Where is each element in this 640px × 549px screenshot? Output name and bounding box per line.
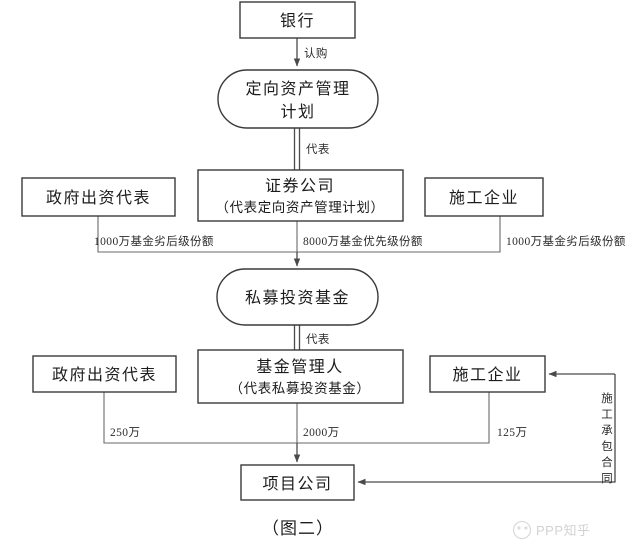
node-project-company-label: 项目公司 bbox=[262, 476, 332, 493]
watermark: PPP知乎 bbox=[512, 520, 591, 540]
node-directed-asset-plan: 定向资产管理 计划 bbox=[217, 69, 379, 129]
edge-label-fund-amount-bottom: 2000万 bbox=[303, 427, 340, 439]
node-securities-company-label-line2: （代表定向资产管理计划） bbox=[215, 200, 384, 215]
edge-label-construction-contract-char-2: 承 bbox=[601, 424, 613, 437]
node-private-fund-label: 私募投资基金 bbox=[245, 289, 350, 307]
node-gov-investor-bottom-label: 政府出资代表 bbox=[52, 366, 157, 384]
edge-label-construction-contract-char-1: 工 bbox=[601, 409, 613, 421]
node-bank: 银行 bbox=[239, 1, 356, 39]
edge-label-securities-share-top: 8000万基金优先级份额 bbox=[303, 234, 423, 248]
connector-contract-to-project-company bbox=[357, 374, 616, 486]
edge-label-subscribe: 认购 bbox=[304, 46, 328, 60]
watermark-logo-eye-left-icon bbox=[517, 526, 521, 530]
node-construction-firm-top-label: 施工企业 bbox=[449, 189, 519, 207]
edge-label-gov-amount-bottom: 250万 bbox=[110, 427, 140, 439]
node-construction-firm-bottom-label: 施工企业 bbox=[452, 366, 522, 384]
connector-top-funding-bus bbox=[97, 216, 501, 253]
edge-label-construction-contract-char-4: 合 bbox=[601, 455, 613, 469]
edge-label-gov-share-top: 1000万基金劣后级份额 bbox=[94, 234, 214, 248]
node-securities-company: 证券公司 （代表定向资产管理计划） bbox=[197, 169, 404, 222]
node-private-fund: 私募投资基金 bbox=[216, 268, 379, 326]
edge-label-represent-lower: 代表 bbox=[306, 332, 330, 346]
node-securities-company-label-line1: 证券公司 bbox=[265, 177, 335, 195]
node-directed-asset-plan-label-line1: 定向资产管理 bbox=[245, 80, 350, 98]
diagram-caption: （图二） bbox=[262, 519, 334, 538]
edge-label-construction-contract-char-3: 包 bbox=[601, 440, 613, 453]
edge-label-construction-contract-char-0: 施 bbox=[601, 392, 613, 405]
node-project-company: 项目公司 bbox=[240, 464, 355, 501]
node-fund-manager-label-line2: （代表私募投资基金） bbox=[230, 380, 371, 396]
node-gov-investor-bottom: 政府出资代表 bbox=[32, 355, 177, 393]
node-directed-asset-plan-label-line2: 计划 bbox=[280, 103, 315, 121]
node-construction-firm-top: 施工企业 bbox=[424, 177, 544, 217]
edge-label-represent-upper: 代表 bbox=[306, 142, 330, 156]
watermark-label: PPP知乎 bbox=[536, 523, 591, 538]
node-gov-investor-top-label: 政府出资代表 bbox=[46, 189, 151, 207]
node-fund-manager-label-line1: 基金管理人 bbox=[256, 358, 344, 376]
node-bank-label: 银行 bbox=[280, 12, 315, 30]
edge-label-construction-contract-char-5: 同 bbox=[601, 473, 613, 485]
watermark-logo-icon bbox=[512, 520, 532, 540]
node-fund-manager: 基金管理人 （代表私募投资基金） bbox=[197, 349, 404, 404]
watermark-logo-eye-right-icon bbox=[524, 526, 528, 530]
edge-label-construction-share-top: 1000万基金劣后级份额 bbox=[506, 234, 626, 248]
edge-label-construction-amount-bottom: 125万 bbox=[497, 427, 527, 439]
node-gov-investor-top: 政府出资代表 bbox=[21, 177, 176, 217]
node-construction-firm-bottom: 施工企业 bbox=[429, 355, 546, 393]
